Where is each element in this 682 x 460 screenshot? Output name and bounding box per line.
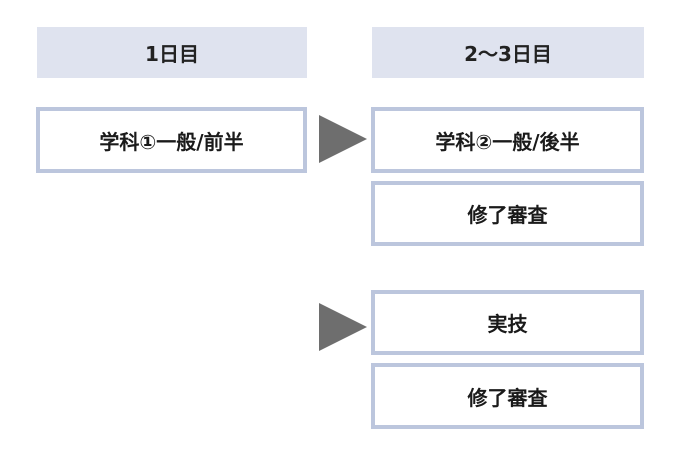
day1-header-label: 1日目 [145, 42, 199, 66]
day2-3-header: 2～3日目 [372, 27, 644, 78]
shuryo-shinsa-box-1: 修了審査 [371, 181, 644, 246]
day1-header: 1日目 [37, 27, 307, 78]
right-arrow-icon [319, 303, 367, 351]
jitsugi-box: 実技 [371, 290, 644, 355]
jitsugi-label: 実技 [487, 312, 528, 336]
right-arrow-icon [319, 115, 367, 163]
gakka2-box: 学科②一般/後半 [371, 107, 644, 173]
shuryo-shinsa-box-2: 修了審査 [371, 363, 644, 429]
shuryo-shinsa-label-1: 修了審査 [467, 203, 548, 227]
gakka1-box: 学科①一般/前半 [36, 107, 307, 173]
shuryo-shinsa-label-2: 修了審査 [467, 385, 548, 410]
gakka2-label: 学科②一般/後半 [435, 129, 580, 154]
day2-3-header-label: 2～3日目 [464, 42, 552, 66]
gakka1-label: 学科①一般/前半 [99, 129, 244, 154]
